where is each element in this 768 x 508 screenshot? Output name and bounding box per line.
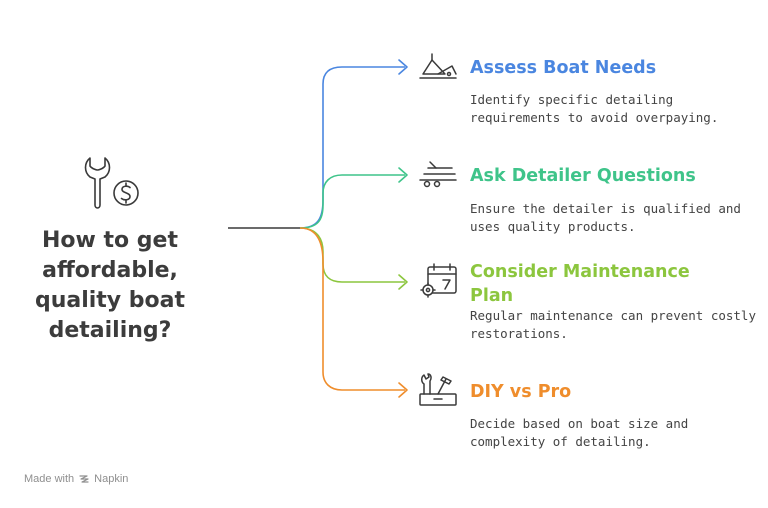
connector-consider-maintenance-plan [299, 227, 405, 283]
branch-title-assess-boat-needs: Assess Boat Needs [470, 58, 657, 78]
branch-description-ask-detailer-questions: Ensure the detailer is qualified and use… [470, 201, 741, 234]
footer-brand-text: Napkin [94, 473, 129, 485]
arrowhead-diy-vs-pro [398, 382, 408, 398]
arrowhead-ask-detailer-questions [398, 167, 408, 183]
boat-ramp-icon [419, 53, 457, 79]
branch-title-diy-vs-pro: DIY vs Pro [470, 382, 572, 402]
toolbox-icon [419, 373, 457, 406]
made-with-napkin-footer[interactable]: Made with Napkin [24, 473, 128, 485]
branch-description-diy-vs-pro: Decide based on boat size and complexity… [470, 416, 689, 449]
central-question: How to get affordable, quality boat deta… [34, 228, 186, 343]
footer-made-with-text: Made with [24, 473, 75, 485]
calendar-gear-icon [420, 263, 457, 298]
connector-diy-vs-pro [299, 227, 405, 391]
arrowhead-consider-maintenance-plan [398, 274, 408, 290]
branch-description-assess-boat-needs: Identify specific detailing requirements… [470, 92, 719, 125]
connector-ask-detailer-questions [299, 174, 405, 229]
branch-description-consider-maintenance-plan: Regular maintenance can prevent costly r… [470, 308, 756, 341]
wrench-dollar-icon [84, 157, 139, 209]
boat-trailer-icon [419, 161, 457, 188]
napkin-logo-icon [79, 475, 89, 483]
branch-title-consider-maintenance-plan: Consider Maintenance Plan [470, 262, 690, 306]
branch-title-ask-detailer-questions: Ask Detailer Questions [470, 166, 696, 186]
arrowhead-assess-boat-needs [398, 59, 408, 75]
connector-assess-boat-needs [299, 66, 405, 229]
